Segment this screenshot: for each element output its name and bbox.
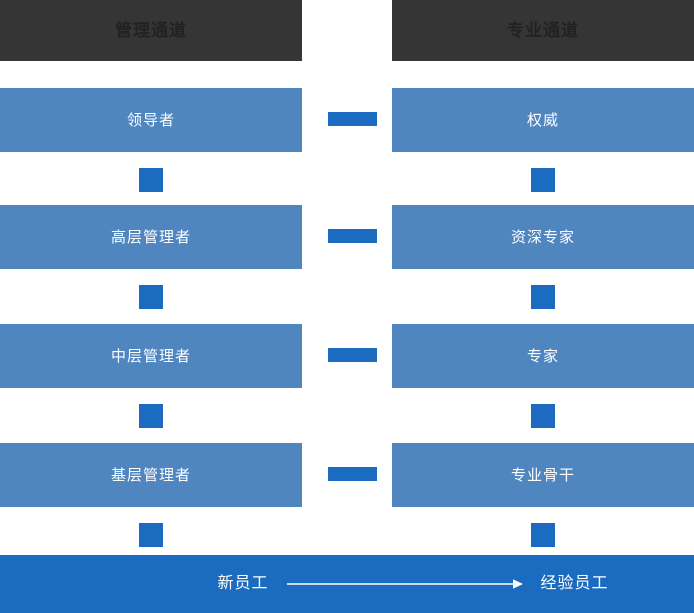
- level-label-management-3: 中层管理者: [110, 347, 191, 365]
- vertical-link-management-4: [139, 523, 163, 547]
- level-label-professional-2: 资深专家: [510, 228, 575, 246]
- channel-header-management: 管理通道: [0, 0, 302, 61]
- channel-header-management-label: 管理通道: [115, 21, 187, 40]
- level-box-management-1[interactable]: 领导者: [0, 88, 302, 152]
- vertical-link-professional-1: [531, 168, 555, 192]
- employee-progression-bar: 新员工 经验员工: [0, 555, 694, 613]
- level-row-2: 高层管理者 资深专家: [0, 205, 694, 269]
- level-label-professional-4: 专业骨干: [510, 466, 575, 484]
- level-box-professional-1[interactable]: 权威: [392, 88, 694, 152]
- level-label-management-4: 基层管理者: [110, 466, 191, 484]
- level-row-1: 领导者 权威: [0, 88, 694, 152]
- vertical-link-management-1: [139, 168, 163, 192]
- level-box-management-2[interactable]: 高层管理者: [0, 205, 302, 269]
- level-box-professional-4[interactable]: 专业骨干: [392, 443, 694, 507]
- vertical-link-management-3: [139, 404, 163, 428]
- channel-header-professional: 专业通道: [392, 0, 694, 61]
- level-box-professional-3[interactable]: 专家: [392, 324, 694, 388]
- progression-label-end: 经验员工: [540, 575, 609, 592]
- level-box-management-3[interactable]: 中层管理者: [0, 324, 302, 388]
- vertical-connector-gap-1: [0, 152, 694, 205]
- vertical-link-management-2: [139, 285, 163, 309]
- level-label-professional-3: 专家: [526, 347, 559, 365]
- channel-header-professional-label: 专业通道: [507, 21, 579, 40]
- level-label-professional-1: 权威: [526, 111, 559, 129]
- level-row-3: 中层管理者 专家: [0, 324, 694, 388]
- level-label-management-2: 高层管理者: [110, 228, 191, 246]
- horizontal-link-2: [328, 229, 377, 243]
- progression-label-start: 新员工: [217, 575, 269, 592]
- level-box-management-4[interactable]: 基层管理者: [0, 443, 302, 507]
- level-label-management-1: 领导者: [126, 111, 175, 129]
- vertical-link-professional-2: [531, 285, 555, 309]
- vertical-connector-gap-4: [0, 507, 694, 560]
- vertical-link-professional-4: [531, 523, 555, 547]
- horizontal-link-3: [328, 348, 377, 362]
- employee-progression-inner: 新员工 经验员工: [0, 576, 694, 592]
- vertical-connector-gap-2: [0, 269, 694, 322]
- vertical-connector-gap-3: [0, 388, 694, 441]
- level-row-4: 基层管理者 专业骨干: [0, 443, 694, 507]
- vertical-link-professional-3: [531, 404, 555, 428]
- channel-header-row: 管理通道 专业通道: [0, 0, 694, 61]
- horizontal-link-1: [328, 112, 377, 126]
- level-box-professional-2[interactable]: 资深专家: [392, 205, 694, 269]
- horizontal-link-4: [328, 467, 377, 481]
- arrow-right-icon: [286, 577, 523, 591]
